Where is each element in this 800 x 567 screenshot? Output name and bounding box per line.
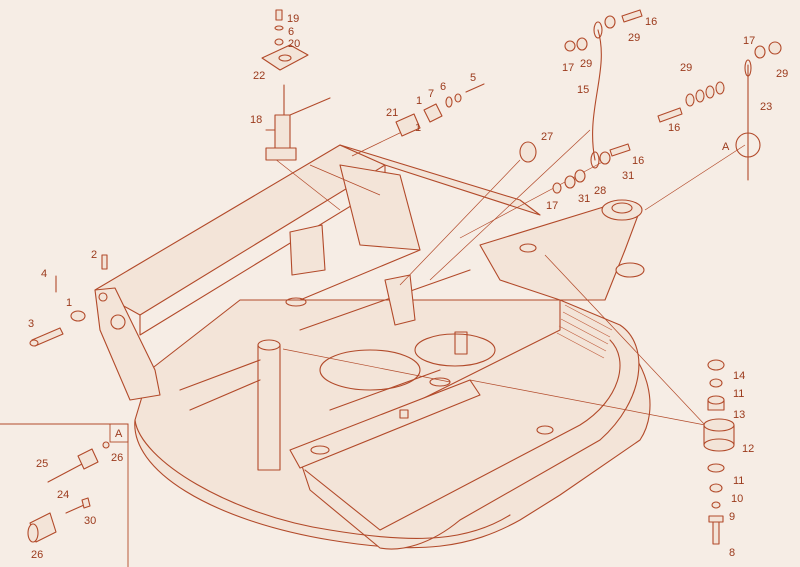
callout-3: 3	[28, 318, 34, 330]
callout-16: 16	[632, 155, 644, 167]
callout-21: 21	[386, 107, 398, 119]
callout-23: 23	[760, 101, 772, 113]
callout-5: 5	[470, 72, 476, 84]
callout-31: 31	[578, 193, 590, 205]
callout-17: 17	[562, 62, 574, 74]
callout-22: 22	[253, 70, 265, 82]
callout-18: 18	[250, 114, 262, 126]
callout-9: 9	[729, 511, 735, 523]
callout-6: 6	[288, 26, 294, 38]
callout-1: 1	[416, 95, 422, 107]
callout-30: 30	[84, 515, 96, 527]
callout-8: 8	[729, 547, 735, 559]
callout-29: 29	[680, 62, 692, 74]
callout-25: 25	[36, 458, 48, 470]
callout-12: 12	[742, 443, 754, 455]
detail-inset-a: A	[0, 423, 129, 567]
callout-labels: 1 2 3 4 1 19 6 20 22 18 21 1 7 6 5 27 16…	[28, 13, 788, 561]
callout-13: 13	[733, 409, 745, 421]
grille	[556, 304, 613, 359]
callout-19: 19	[287, 13, 299, 25]
callout-4: 4	[41, 268, 47, 280]
callout-11: 11	[733, 475, 744, 487]
callout-10: 10	[731, 493, 743, 505]
callout-31: 31	[622, 170, 634, 182]
callout-16: 16	[645, 16, 657, 28]
callout-17: 17	[743, 35, 755, 47]
inset-label: A	[115, 428, 123, 440]
callout-24: 24	[57, 489, 69, 501]
callout-26: 26	[31, 549, 43, 561]
callout-2: 2	[91, 249, 97, 261]
callout-26: 26	[111, 452, 123, 464]
leader-lines	[269, 129, 746, 426]
loose-parts	[29, 9, 782, 545]
callout-29: 29	[580, 58, 592, 70]
callout-29: 29	[628, 32, 640, 44]
main-frame	[94, 144, 651, 550]
callout-7: 7	[428, 88, 434, 100]
callout-6: 6	[440, 81, 446, 93]
detail-marker: A	[722, 141, 730, 153]
callout-27: 27	[541, 131, 553, 143]
callout-14: 14	[733, 370, 745, 382]
callout-17: 17	[546, 200, 558, 212]
callout-11: 11	[733, 388, 744, 400]
callout-16: 16	[668, 122, 680, 134]
callout-29: 29	[776, 68, 788, 80]
callout-20: 20	[288, 38, 300, 50]
callout-28: 28	[594, 185, 606, 197]
callout-1: 1	[415, 122, 421, 134]
callout-15: 15	[577, 84, 589, 96]
callout-1: 1	[66, 297, 72, 309]
